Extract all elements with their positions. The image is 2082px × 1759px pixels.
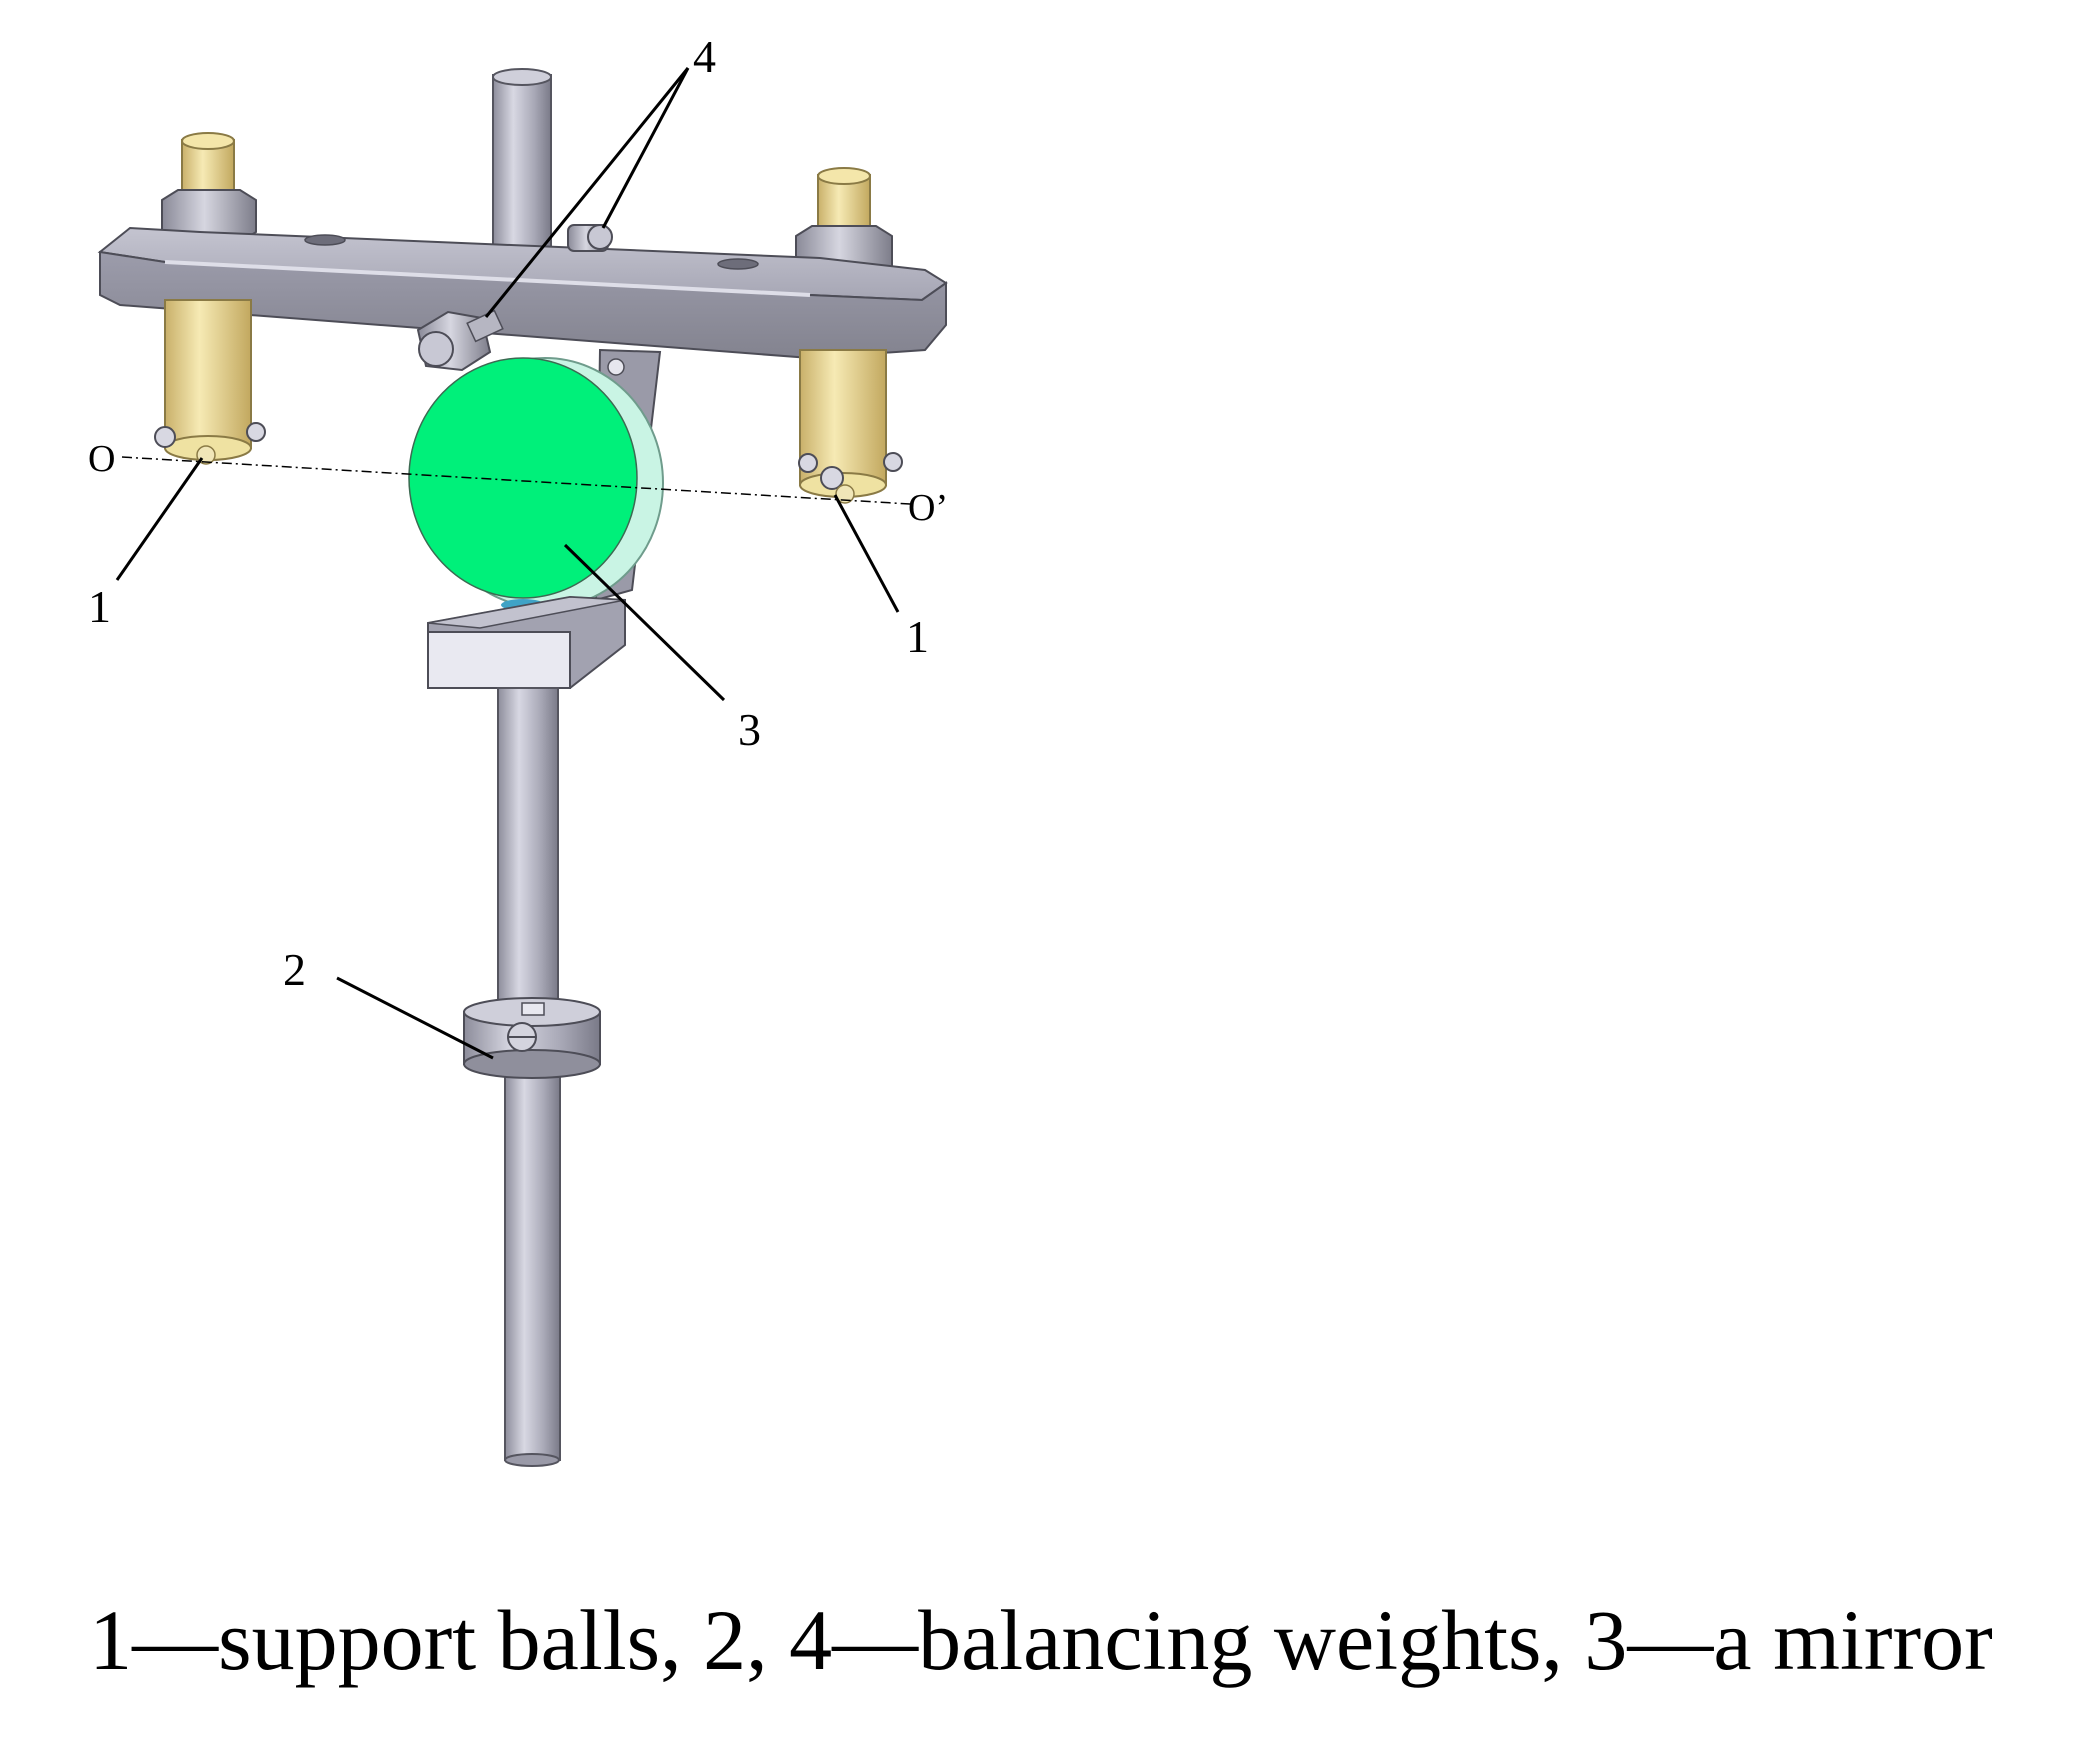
- axis-start-label: O: [88, 438, 115, 480]
- callout-1-left: 1: [88, 581, 111, 632]
- support-post-left-lower: [164, 299, 252, 461]
- axis-end-label: O’: [908, 487, 948, 529]
- callout-4: 4: [693, 31, 716, 82]
- cross-bar: [97, 226, 948, 360]
- callout-2: 2: [283, 944, 306, 995]
- mirror: [408, 357, 664, 611]
- balancing-weight-collar: [463, 997, 601, 1079]
- pendulum-rod: [497, 687, 561, 1467]
- callout-1-right: 1: [906, 611, 929, 662]
- central-rod-top: [492, 68, 552, 276]
- callout-3: 3: [738, 704, 761, 755]
- leader-lines: [115, 67, 900, 1060]
- mirror-base-block: [427, 595, 626, 689]
- rotation-axis-line: [121, 456, 911, 505]
- balancing-weight-front: [416, 309, 504, 372]
- support-balls-right: [798, 452, 903, 504]
- figure-caption: 1—support balls, 2, 4—balancing weights,…: [89, 1592, 1993, 1688]
- balancing-weight-rear: [567, 224, 613, 252]
